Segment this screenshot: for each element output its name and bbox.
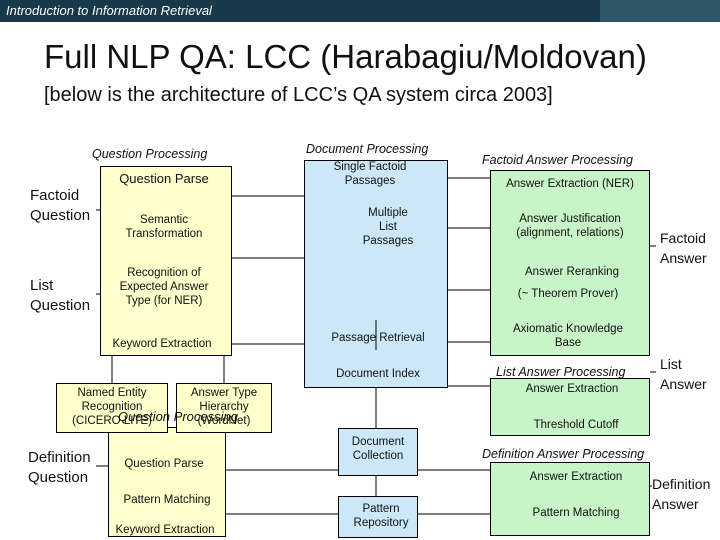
course-title: Introduction to Information Retrieval: [6, 3, 212, 18]
slide-title: Full NLP QA: LCC (Harabagiu/Moldovan): [44, 38, 647, 75]
definition-answer-output: Definition Answer: [652, 476, 711, 512]
document-collection-box: [338, 428, 418, 476]
factoid-answer-processing-header: Factoid Answer Processing: [482, 153, 633, 167]
definition-question-label: Definition Question: [28, 449, 91, 486]
answer-extraction-ner-label: Answer Extraction (NER): [506, 178, 634, 190]
theorem-prover-label: (~ Theorem Prover): [517, 288, 619, 300]
document-processing-header: Document Processing: [306, 142, 429, 156]
axiomatic-knowledge-base-label: Axiomatic Knowledge Base: [513, 323, 623, 349]
factoid-answer-region: [490, 170, 650, 356]
question-processing-header: Question Processing: [92, 147, 208, 161]
ner-label: Named Entity Recognition (CICERO LITE): [72, 387, 152, 427]
document-collection-label: Document Collection: [351, 436, 405, 462]
definition-answer-extraction-label: Answer Extraction: [529, 471, 623, 483]
definition-answer-region: [490, 462, 650, 536]
definition-answer-processing-header: Definition Answer Processing: [482, 447, 645, 461]
top-bar: [0, 0, 600, 22]
answer-justification-label: Answer Justification (alignment, relatio…: [516, 213, 624, 239]
document-index-label: Document Index: [336, 368, 420, 380]
answer-type-hierarchy-box: [176, 383, 272, 433]
threshold-cutoff-label: Threshold Cutoff: [533, 419, 619, 431]
definition-answer-pattern-matching-label: Pattern Matching: [532, 507, 620, 519]
question-processing-region: [100, 166, 232, 356]
list-answer-region: [490, 378, 650, 436]
ner-resource-box: [56, 383, 168, 433]
pattern-repository-label: Pattern Repository: [353, 503, 409, 529]
list-answer-output: List Answer: [660, 356, 707, 392]
top-bar-accent: [600, 0, 720, 22]
slide-subtitle: [below is the architecture of LCC’s QA s…: [44, 84, 553, 106]
multiple-list-passages-label: Multiple List Passages: [362, 207, 414, 247]
question-parse-label: Question Parse: [119, 171, 209, 186]
list-answer-processing-header: List Answer Processing: [496, 365, 626, 379]
definition-keyword-extraction-label: Keyword Extraction: [115, 524, 215, 536]
definition-pattern-matching-label: Pattern Matching: [123, 494, 211, 506]
single-factoid-passages-label: Single Factoid Passages: [333, 161, 407, 187]
expected-answer-type-label: Recognition of Expected Answer Type (for…: [119, 267, 209, 307]
definition-question-parse-label: Question Parse: [124, 458, 204, 470]
factoid-answer-output: Factoid Answer: [660, 230, 707, 266]
passage-retrieval-label: Passage Retrieval: [331, 332, 425, 344]
pattern-repository-box: [338, 496, 418, 538]
answer-reranking-label: Answer Reranking: [525, 266, 619, 278]
list-answer-extraction-label: Answer Extraction: [525, 383, 619, 395]
keyword-extraction-label: Keyword Extraction: [112, 338, 212, 350]
list-question-label: List Question: [30, 277, 91, 314]
answer-type-hierarchy-label: Answer Type Hierarchy (WordNet): [190, 387, 258, 427]
definition-qp-header: Question Processing: [118, 409, 238, 424]
factoid-question-label: Factoid Question: [30, 187, 91, 224]
semantic-transformation-label: Semantic Transformation: [125, 214, 203, 240]
